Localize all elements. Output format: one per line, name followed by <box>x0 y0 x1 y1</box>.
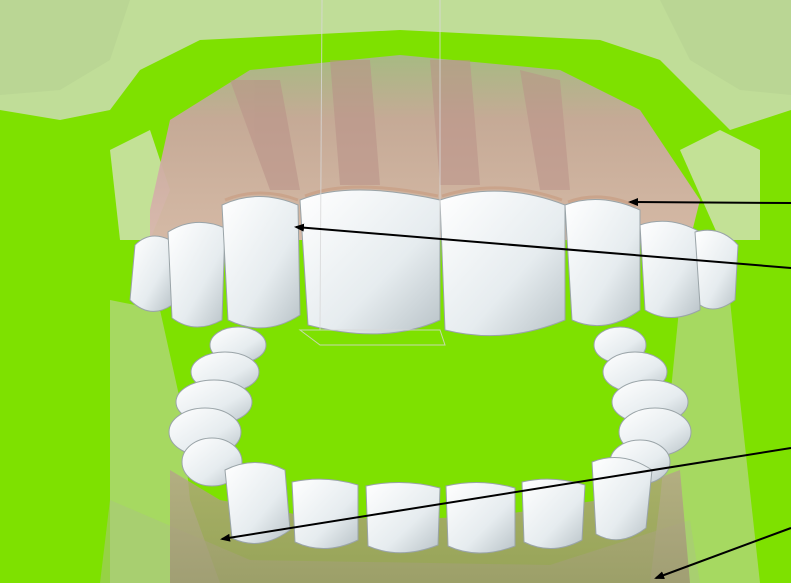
gingiva-callout-arrow <box>630 202 791 203</box>
